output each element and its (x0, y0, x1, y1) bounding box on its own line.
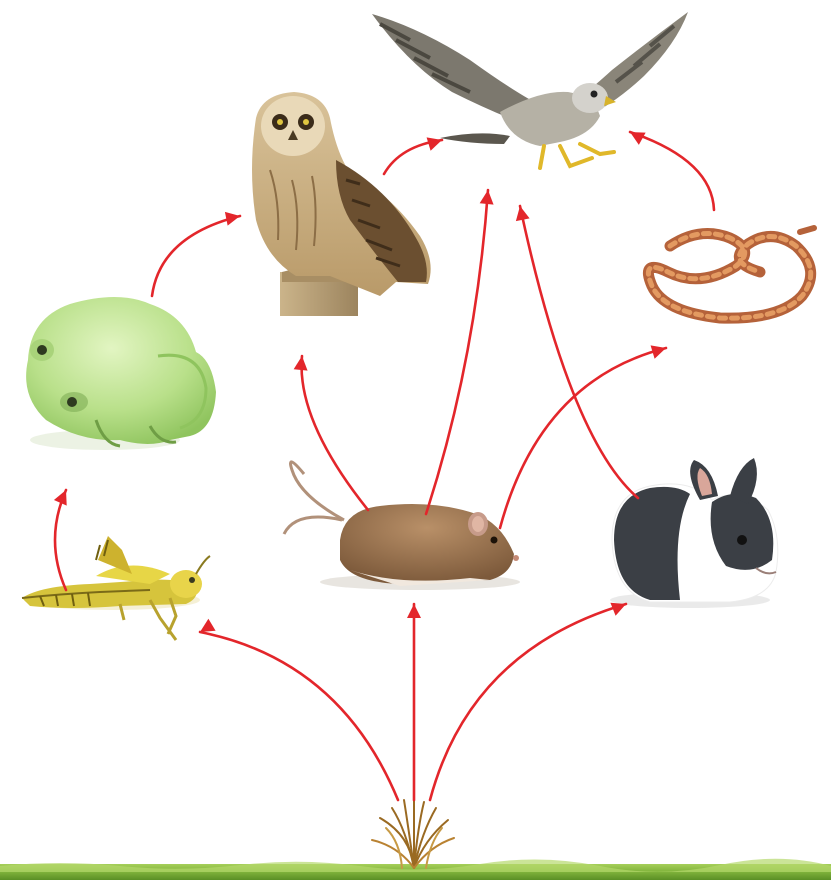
arrow-mouse-to-hawk (426, 190, 488, 514)
arrow-mouse-to-owl (302, 356, 368, 510)
frog-icon (26, 297, 216, 450)
rabbit-icon (610, 458, 778, 608)
arrow-frog-to-owl (152, 216, 240, 296)
grass-icon (372, 798, 454, 868)
arrow-grass-to-rabbit (430, 604, 626, 800)
grasshopper-icon (22, 536, 210, 640)
arrow-rabbit-to-hawk (520, 206, 638, 498)
arrow-grasshopper-to-frog (55, 490, 66, 590)
mouse-icon (284, 462, 520, 590)
arrowhead-frog-to-owl (225, 212, 240, 226)
arrow-grass-to-grasshopper (200, 632, 398, 800)
owl-icon (252, 92, 431, 316)
arrowhead-snake-to-hawk (630, 132, 646, 145)
arrowhead-grass-to-mouse (407, 604, 421, 618)
arrow-snake-to-hawk (630, 132, 714, 210)
arrowhead-rabbit-to-hawk (516, 206, 530, 221)
arrowhead-grass-to-grasshopper (200, 619, 216, 632)
snake-icon (648, 228, 814, 318)
